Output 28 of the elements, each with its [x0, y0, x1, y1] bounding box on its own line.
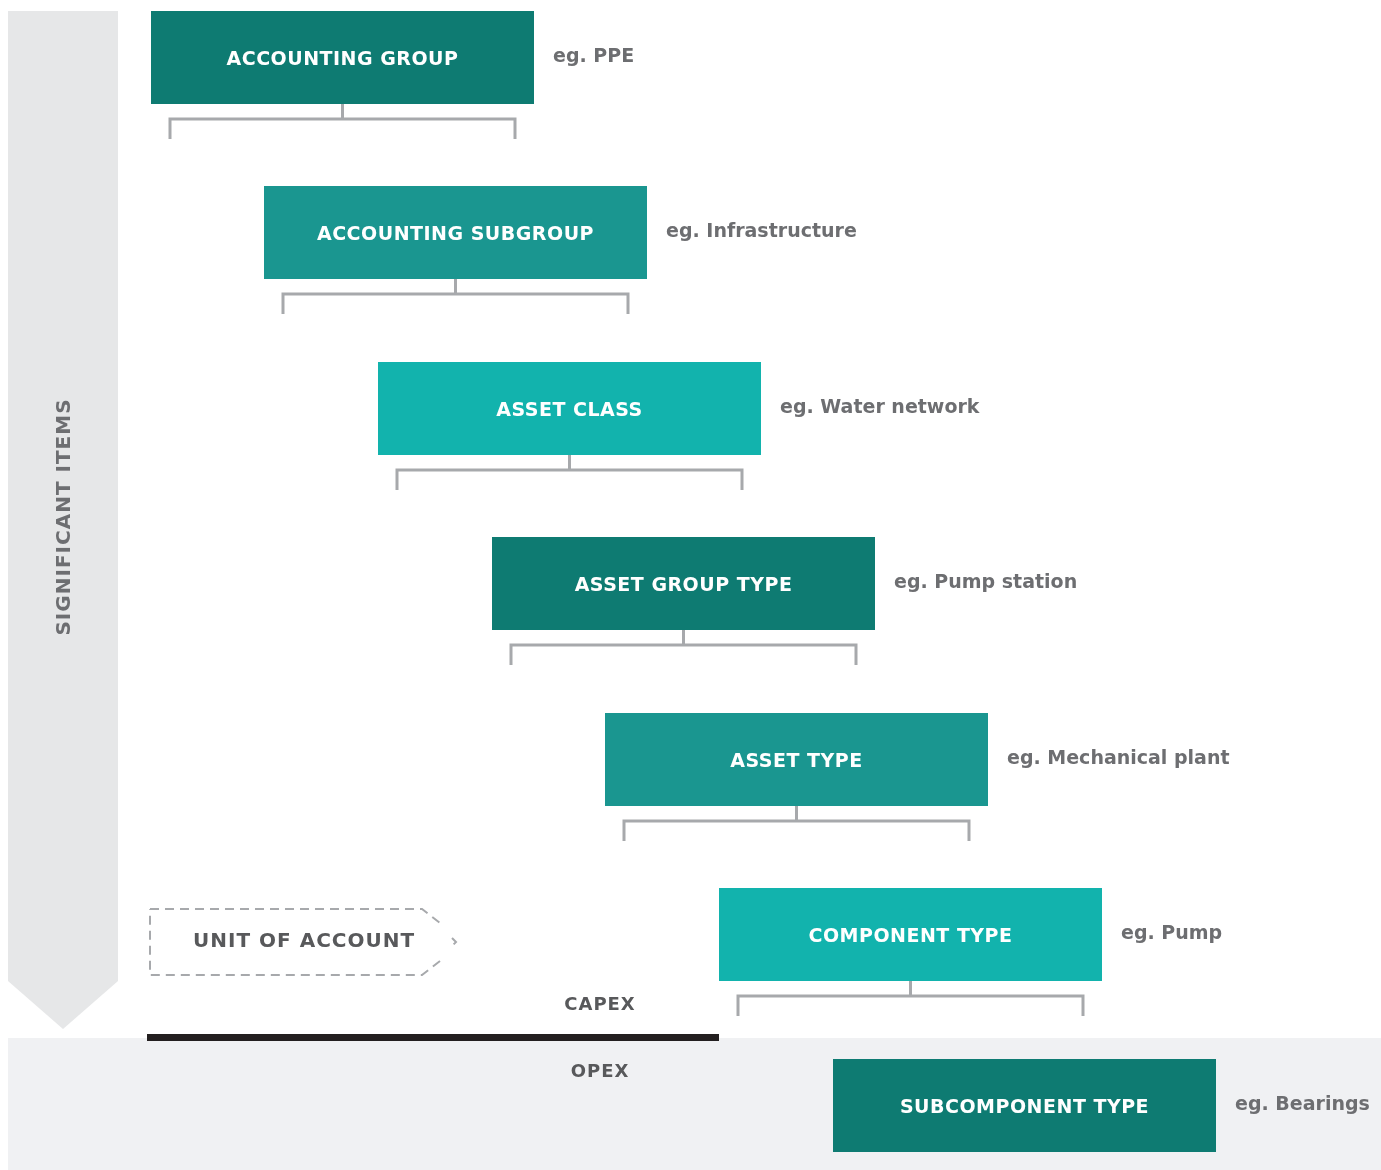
example-text: eg. Infrastructure [666, 218, 857, 241]
process-box [151, 11, 534, 104]
example-text: eg. Pump [1121, 920, 1223, 943]
example-text: eg. Mechanical plant [1007, 745, 1230, 768]
background-band [8, 1038, 1381, 1170]
shape-label: UNIT OF ACCOUNT [193, 928, 416, 952]
example-text: eg. Water network [780, 394, 980, 417]
example-text: eg. PPE [553, 43, 635, 66]
example-text: eg. Bearings [1235, 1091, 1370, 1114]
box-label: ASSET GROUP TYPE [573, 572, 794, 595]
process-box [264, 186, 647, 279]
dashed-arrow-shape [148, 907, 460, 977]
process-box [833, 1059, 1216, 1152]
box-label: ASSET CLASS [495, 397, 644, 420]
example-text: eg. Pump station [894, 569, 1078, 592]
band-label: OPEX [570, 1060, 630, 1081]
process-box [605, 713, 988, 806]
section-label: CAPEX [564, 993, 636, 1014]
box-label: ASSET TYPE [729, 748, 864, 771]
process-box [492, 537, 875, 630]
process-box [719, 888, 1102, 981]
box-label: COMPONENT TYPE [807, 923, 1014, 946]
box-label: SUBCOMPONENT TYPE [898, 1094, 1151, 1117]
box-label: ACCOUNTING GROUP [225, 46, 460, 69]
vertical-label: SIGNIFICANT ITEMS [51, 398, 75, 636]
down-arrow-band [8, 11, 118, 1029]
process-box [378, 362, 761, 455]
box-label: ACCOUNTING SUBGROUP [315, 221, 595, 244]
